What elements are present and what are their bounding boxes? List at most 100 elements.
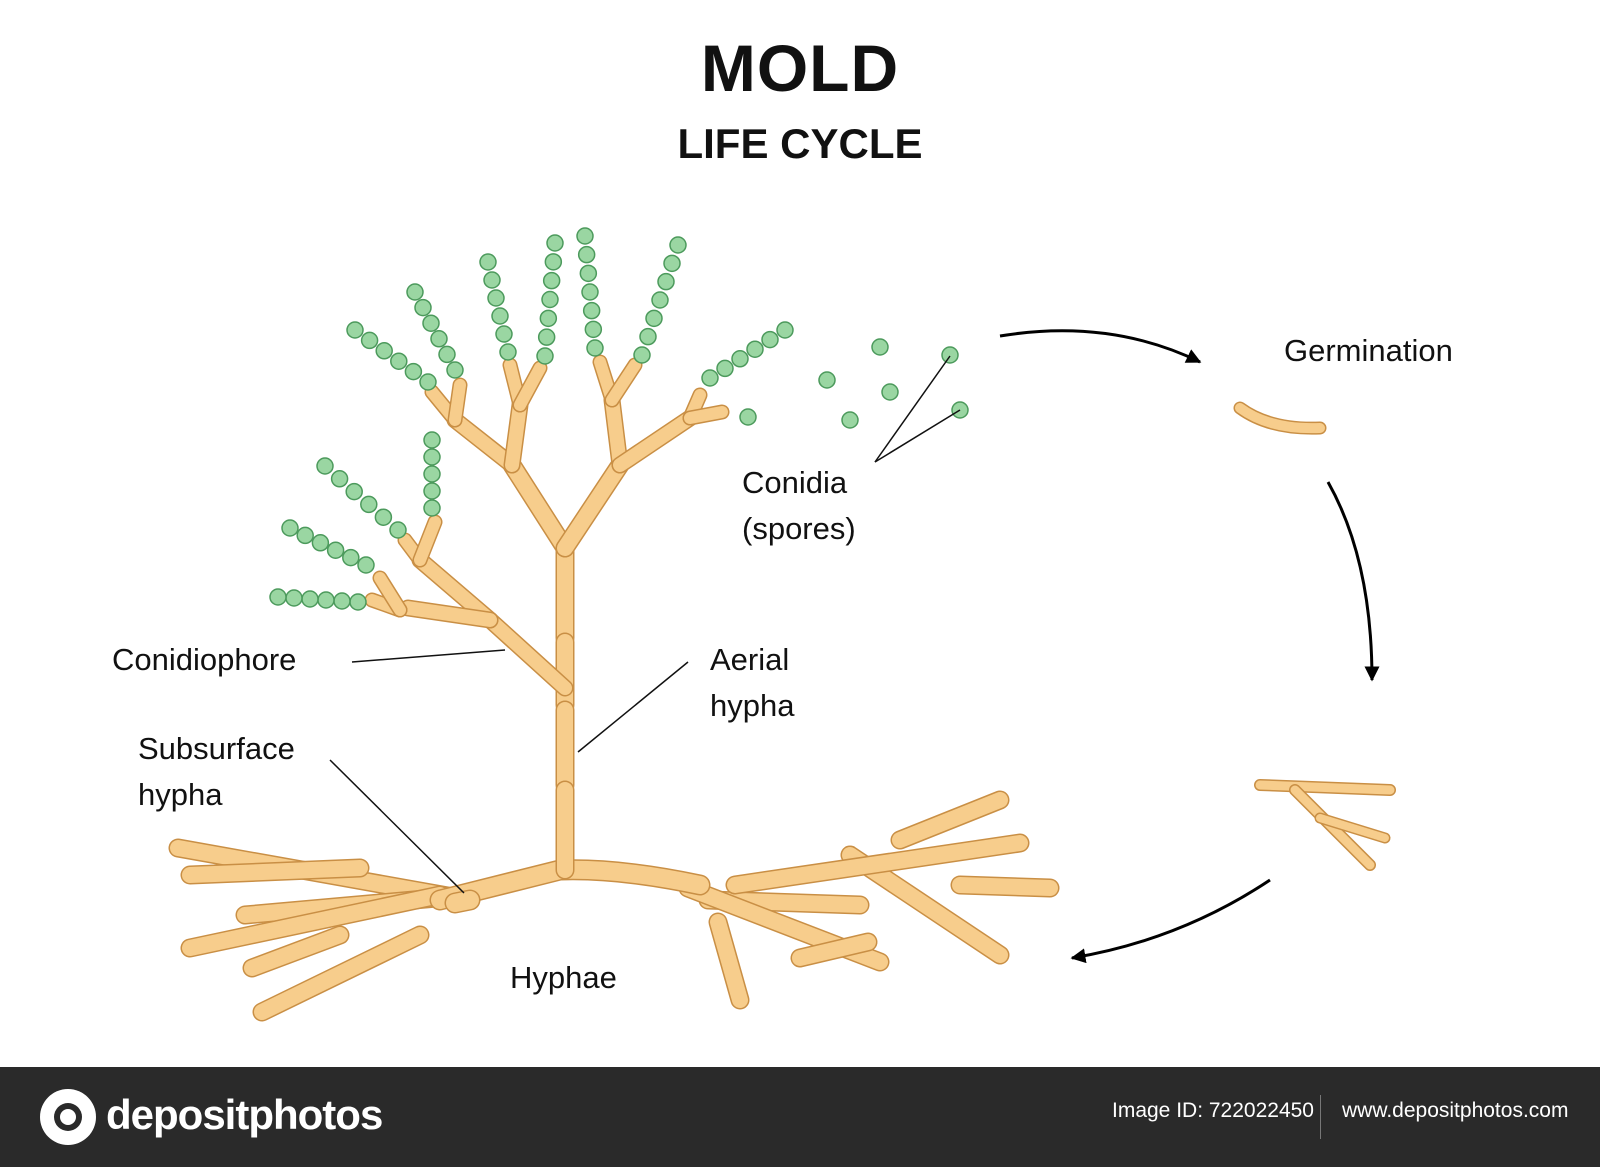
spore bbox=[584, 320, 603, 339]
spore bbox=[542, 271, 561, 290]
hypha-branch-1 bbox=[182, 860, 368, 883]
spore bbox=[818, 371, 836, 389]
spore bbox=[430, 330, 448, 348]
spore bbox=[389, 521, 407, 539]
label-aerial-hypha: Aerial hypha bbox=[710, 637, 794, 729]
spore bbox=[645, 309, 663, 328]
spore bbox=[316, 457, 334, 475]
spore bbox=[657, 272, 675, 291]
leader-conidia-1 bbox=[874, 355, 951, 463]
spore bbox=[360, 495, 378, 514]
spore bbox=[495, 325, 513, 343]
spore bbox=[669, 236, 687, 254]
branch-left-main bbox=[504, 457, 573, 556]
spore bbox=[285, 589, 303, 607]
spore bbox=[746, 340, 764, 358]
branch-left-upper bbox=[448, 413, 519, 472]
watermark-footer: depositphotos Image ID: 722022450 www.de… bbox=[0, 1067, 1600, 1167]
conidiophore-arm-lower bbox=[401, 601, 497, 627]
spore bbox=[345, 482, 363, 501]
label-conidiophore: Conidiophore bbox=[112, 642, 297, 677]
spore bbox=[269, 588, 287, 606]
label-subsurface-line2: hypha bbox=[138, 777, 223, 812]
spore bbox=[536, 347, 554, 365]
camera-icon bbox=[40, 1089, 96, 1145]
hypha-septum-joint bbox=[446, 891, 479, 912]
spore bbox=[419, 373, 437, 391]
spore bbox=[422, 314, 440, 332]
spore bbox=[576, 227, 594, 245]
conidiophore-structure bbox=[364, 354, 1396, 880]
footer-divider bbox=[1320, 1095, 1321, 1139]
spore bbox=[582, 301, 601, 320]
spore bbox=[423, 482, 441, 500]
hypha-branch-8 bbox=[710, 914, 748, 1008]
spore bbox=[375, 342, 393, 360]
spore bbox=[541, 290, 559, 309]
brand-name: depositphotos bbox=[106, 1091, 383, 1138]
spore bbox=[446, 361, 464, 379]
spore bbox=[423, 465, 441, 483]
spore bbox=[539, 309, 558, 328]
spore bbox=[633, 346, 651, 364]
leader-lines bbox=[329, 355, 961, 894]
spore bbox=[651, 291, 669, 309]
spore bbox=[333, 592, 351, 610]
phialide-11 bbox=[374, 572, 406, 616]
diagram-title: MOLD bbox=[700, 31, 900, 105]
spore bbox=[414, 298, 432, 317]
leader-subsurface-hypha bbox=[329, 759, 465, 894]
spore bbox=[537, 328, 556, 346]
hypha-branch-12 bbox=[892, 792, 1008, 848]
diagram-subtitle: LIFE CYCLE bbox=[677, 120, 923, 167]
label-subsurface-line1: Subsurface bbox=[138, 731, 295, 766]
spore bbox=[479, 253, 497, 271]
label-aerial-line1: Aerial bbox=[710, 642, 790, 677]
hypha-branch-4 bbox=[244, 927, 348, 976]
label-hyphae: Hyphae bbox=[510, 960, 617, 995]
spore bbox=[639, 327, 657, 346]
spore bbox=[663, 254, 681, 273]
leader-conidiophore bbox=[351, 649, 506, 663]
spore bbox=[483, 271, 501, 289]
spore bbox=[423, 448, 441, 466]
phialide-7 bbox=[684, 406, 728, 424]
spore bbox=[342, 548, 360, 567]
spore bbox=[357, 556, 375, 574]
spore bbox=[326, 541, 345, 559]
spore bbox=[761, 330, 779, 349]
phialide-9 bbox=[414, 516, 441, 566]
spore bbox=[581, 283, 599, 301]
young-hypha-main bbox=[1255, 780, 1395, 795]
branch-right-upper bbox=[613, 411, 697, 472]
spore bbox=[716, 359, 734, 378]
spore bbox=[487, 289, 505, 307]
spore bbox=[881, 383, 899, 401]
spore bbox=[281, 519, 299, 537]
spore bbox=[776, 321, 794, 339]
spore bbox=[374, 508, 393, 526]
spore bbox=[544, 253, 563, 271]
hypha-branch-9 bbox=[792, 934, 876, 966]
hypha-branch-3 bbox=[182, 887, 448, 956]
young-hypha-branch-2 bbox=[1316, 814, 1389, 842]
phialide-5 bbox=[606, 359, 641, 406]
spore bbox=[390, 352, 408, 370]
spore bbox=[499, 343, 517, 361]
spore bbox=[296, 526, 314, 545]
spore bbox=[546, 234, 564, 252]
spore bbox=[731, 350, 749, 368]
spore bbox=[701, 369, 719, 387]
cycle-arrow-bottom bbox=[1070, 878, 1271, 964]
spore bbox=[404, 362, 423, 381]
leader-aerial-hypha bbox=[577, 661, 689, 753]
label-germination: Germination bbox=[1284, 333, 1453, 368]
spore bbox=[360, 331, 379, 350]
hypha-branch-13 bbox=[952, 877, 1058, 896]
label-subsurface-hypha: Subsurface hypha bbox=[138, 726, 295, 818]
site-url: www.depositphotos.com bbox=[1342, 1099, 1569, 1122]
branch-right-main bbox=[557, 457, 628, 556]
spore bbox=[349, 593, 367, 611]
phialide-3 bbox=[514, 362, 546, 411]
